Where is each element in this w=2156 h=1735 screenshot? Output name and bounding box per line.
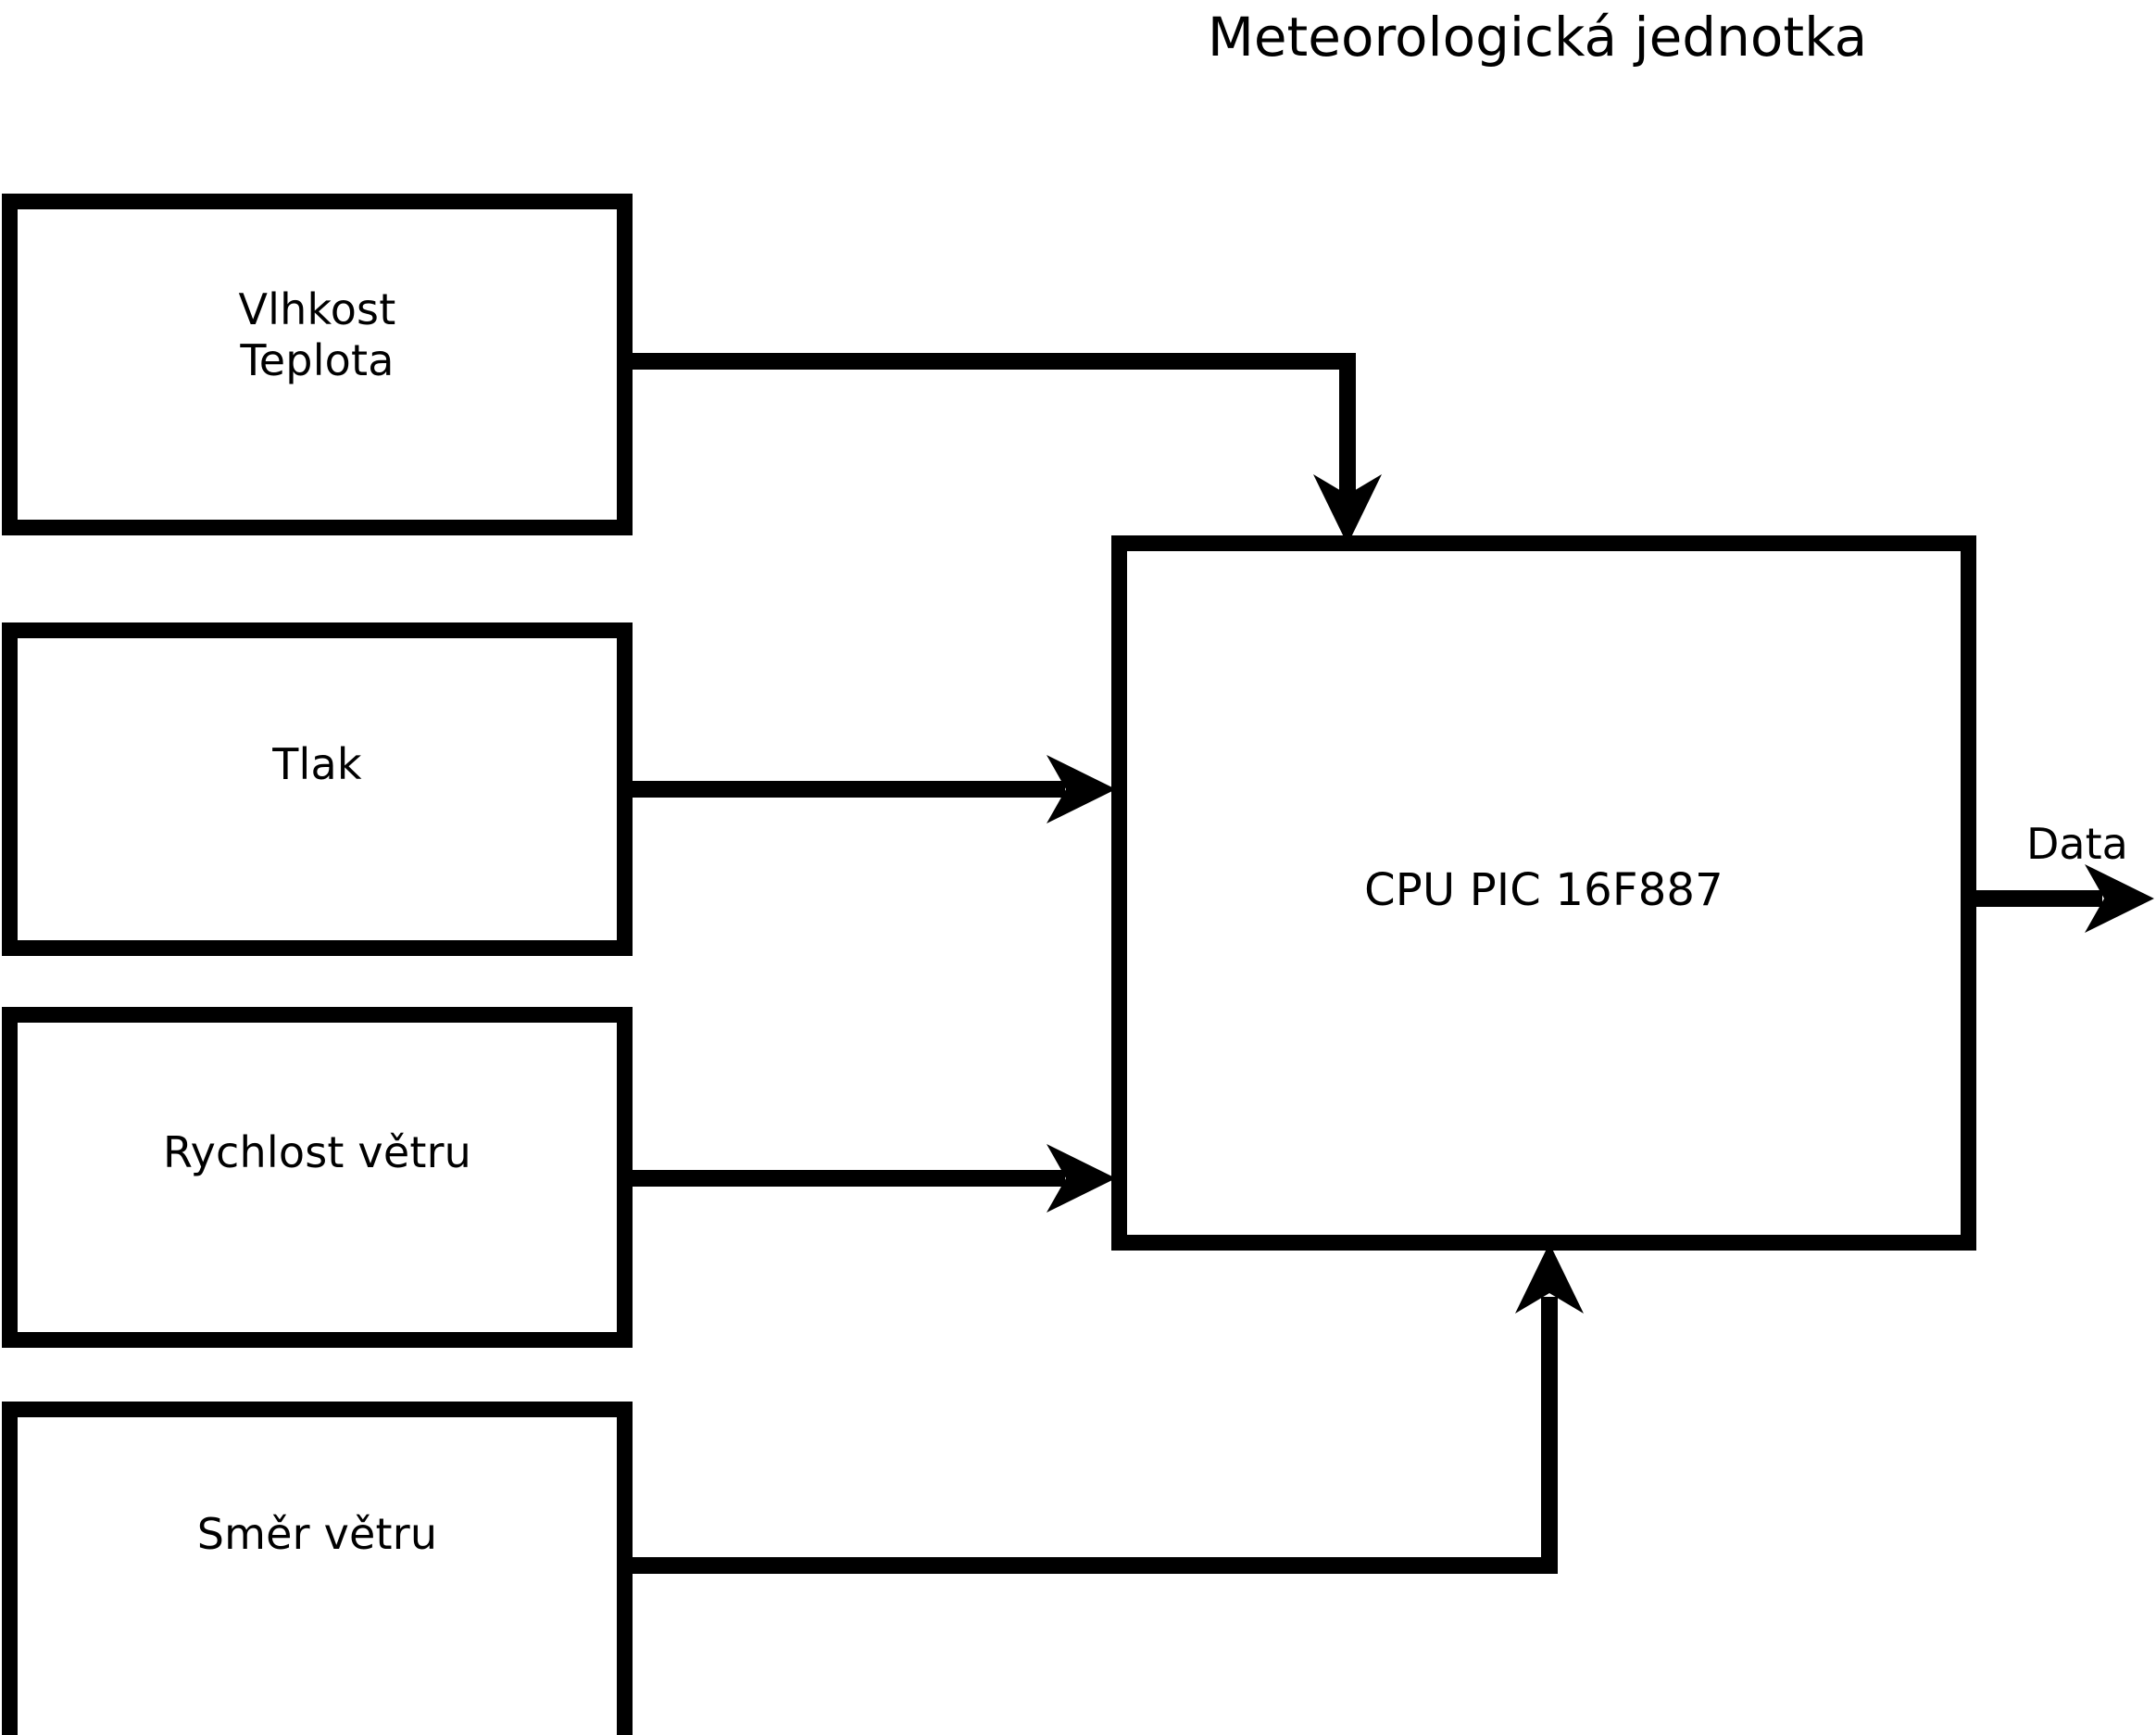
sensor-box-wind-direction[interactable]: Směr větru [2, 1402, 633, 1735]
connector-pressure-to-cpu [621, 755, 1116, 823]
sensor-label-pressure: Tlak [272, 738, 362, 789]
sensor-box-humidity-temperature[interactable]: Vlhkost Teplota [2, 194, 633, 535]
connector-wind-direction-to-cpu [621, 1243, 1584, 1574]
sensor-box-wind-speed[interactable]: Rychlost větru [2, 1007, 633, 1348]
connector-humidity-temperature-to-cpu [621, 353, 1382, 545]
sensor-box-pressure[interactable]: Tlak [2, 622, 633, 956]
cpu-label: CPU PIC 16F887 [1364, 863, 1724, 916]
sensor-label-humidity-temperature: Vlhkost Teplota [238, 284, 396, 385]
sensor-label-wind-speed: Rychlost větru [162, 1126, 472, 1177]
sensor-label-wind-direction: Směr větru [196, 1508, 438, 1559]
cpu-box[interactable]: CPU PIC 16F887 [1111, 535, 1976, 1251]
data-output-label: Data [2026, 819, 2128, 869]
page-title: Meteorologická jednotka [1207, 6, 1868, 69]
connector-cpu-to-data-output [1969, 864, 2154, 933]
connector-wind-speed-to-cpu [621, 1144, 1116, 1213]
